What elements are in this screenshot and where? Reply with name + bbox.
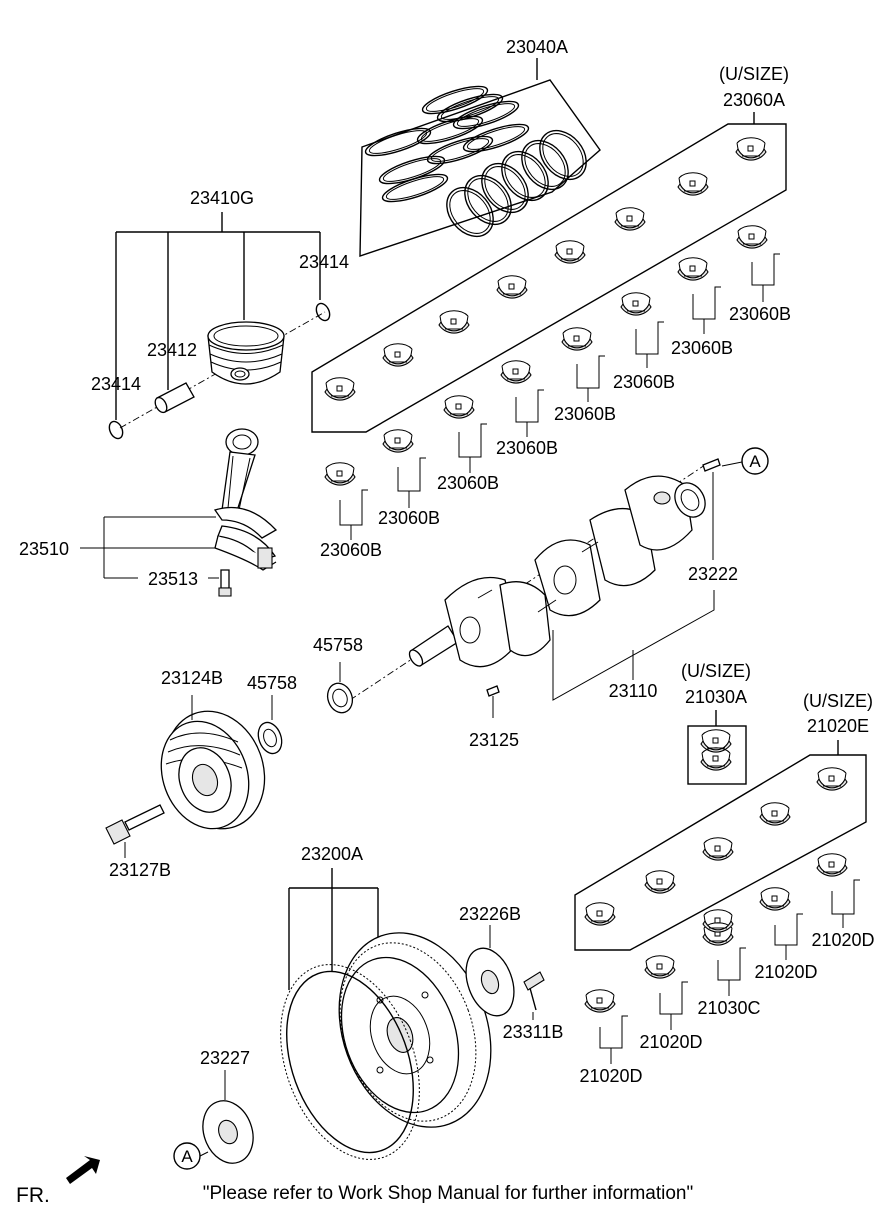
callout-A-top: A [749,452,761,471]
label-21020D-2: 21020D [754,962,817,982]
label-23412: 23412 [147,340,197,360]
label-23226B: 23226B [459,904,521,924]
label-23125: 23125 [469,730,519,750]
label-23410G: 23410G [190,188,254,208]
label-23513: 23513 [148,569,198,589]
callout-A-bottom: A [181,1147,193,1166]
label-23060B-6: 23060B [437,473,499,493]
piston-assembly [108,212,331,440]
front-label: FR. [16,1184,50,1207]
label-23222: 23222 [688,564,738,584]
label-23060B-5: 23060B [496,438,558,458]
label-23060B-8: 23060B [320,540,382,560]
damper-pulley [105,695,266,858]
label-21020D-1: 21020D [811,930,874,950]
flywheel-assembly [173,868,545,1170]
label-23060B-2: 23060B [671,338,733,358]
label-21030A: 21030A [685,687,747,707]
label-23311B: 23311B [503,1022,564,1042]
piston-ring-set-group [359,58,601,257]
label-23414-left: 23414 [91,374,141,394]
footer-note: "Please refer to Work Shop Manual for fu… [203,1183,693,1204]
bearing-box-21030A [687,725,747,785]
front-arrow-icon [66,1156,100,1184]
label-23510: 23510 [19,539,69,559]
label-usize-2: (U/SIZE) [681,661,751,681]
label-23060B-4: 23060B [554,404,616,424]
label-21020D-4: 21020D [579,1066,642,1086]
bearing-strip-21020E [574,754,867,951]
label-45758-right: 45758 [313,635,363,655]
label-21020D-3: 21020D [639,1032,702,1052]
label-23127B: 23127B [109,860,171,880]
label-23200A: 23200A [301,844,363,864]
label-23124B: 23124B [161,668,223,688]
label-usize-1: (U/SIZE) [719,64,789,84]
thrust-washers [257,662,354,755]
piston-ring-set-box [359,79,601,257]
crankshaft [349,447,769,718]
label-23227: 23227 [200,1048,250,1068]
connecting-rod-bearing-group [311,112,787,540]
label-23110: 23110 [609,681,658,701]
label-23060B-1: 23060B [729,304,791,324]
label-23060B-7: 23060B [378,508,440,528]
label-23040A: 23040A [506,37,568,57]
label-23414-top: 23414 [299,252,349,272]
label-21030C: 21030C [697,998,760,1018]
label-21020E: 21020E [807,716,869,736]
main-bearing-group [574,710,867,1064]
label-23060B-3: 23060B [613,372,675,392]
bearing-strip-23060A [311,123,787,433]
label-usize-3: (U/SIZE) [803,691,873,711]
label-45758-left: 45758 [247,673,297,693]
label-23060A: 23060A [723,90,785,110]
connecting-rod [80,428,278,597]
